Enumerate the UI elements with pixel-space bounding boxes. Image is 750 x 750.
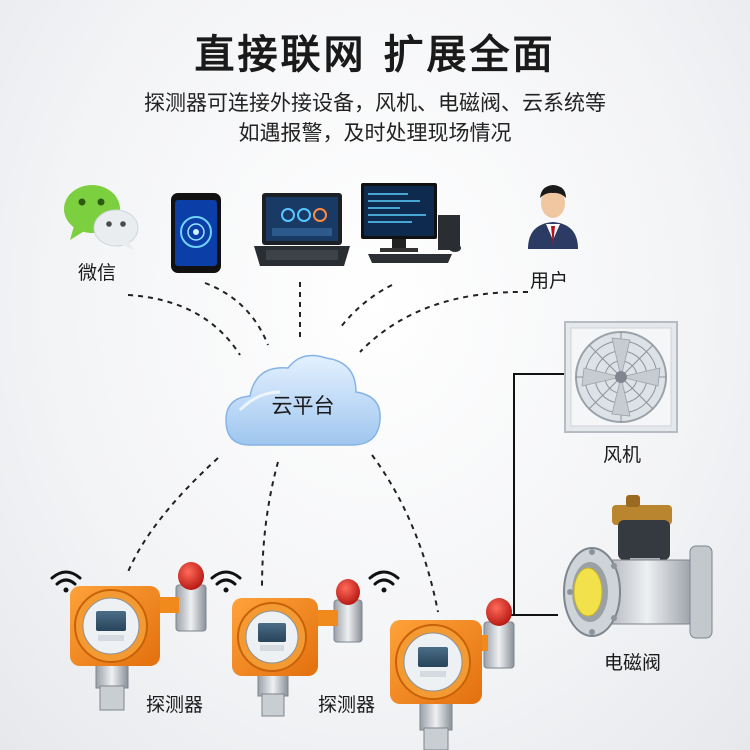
gas-detector-3 xyxy=(390,598,515,750)
page-title: 直接联网 扩展全面 xyxy=(194,32,556,78)
desktop-pc-icon xyxy=(361,183,461,263)
user-label: 用户 xyxy=(530,270,569,292)
link-cloud-detector3 xyxy=(371,454,439,613)
valve-label: 电磁阀 xyxy=(604,652,662,674)
smartphone-icon xyxy=(171,193,221,273)
cloud-platform-label: 云平台 xyxy=(272,394,335,418)
exhaust-fan-icon xyxy=(564,321,678,433)
link-cloud-detector2 xyxy=(261,461,279,589)
user-avatar-icon xyxy=(528,185,578,249)
link-pc-cloud xyxy=(339,284,393,329)
device-links xyxy=(127,282,529,613)
gas-detector-1 xyxy=(70,562,207,711)
link-user-cloud xyxy=(359,290,529,353)
subtitle-line-1: 探测器可连接外接设备，风机、电磁阀、云系统等 xyxy=(144,91,606,115)
laptop-icon xyxy=(254,193,350,266)
link-detector-fan-valve xyxy=(490,373,565,616)
detector-label-1: 探测器 xyxy=(146,694,204,716)
page-subtitle: 探测器可连接外接设备，风机、电磁阀、云系统等 如遇报警，及时处理现场情况 xyxy=(0,88,750,148)
wifi-icon-2 xyxy=(210,570,242,593)
wechat-label: 微信 xyxy=(78,262,117,284)
wifi-icon-1 xyxy=(50,570,82,593)
fan-label: 风机 xyxy=(603,444,642,466)
detector-label-2: 探测器 xyxy=(318,694,376,716)
link-phone-cloud xyxy=(204,282,269,346)
link-cloud-detector1 xyxy=(127,457,219,573)
cloud-platform-icon xyxy=(225,354,381,446)
gas-detector-2 xyxy=(232,579,363,717)
link-wechat-cloud xyxy=(127,294,241,356)
subtitle-line-2: 如遇报警，及时处理现场情况 xyxy=(238,121,512,145)
wechat-icon xyxy=(64,185,139,250)
wifi-icon-3 xyxy=(368,570,400,593)
solenoid-valve-icon xyxy=(563,495,713,639)
